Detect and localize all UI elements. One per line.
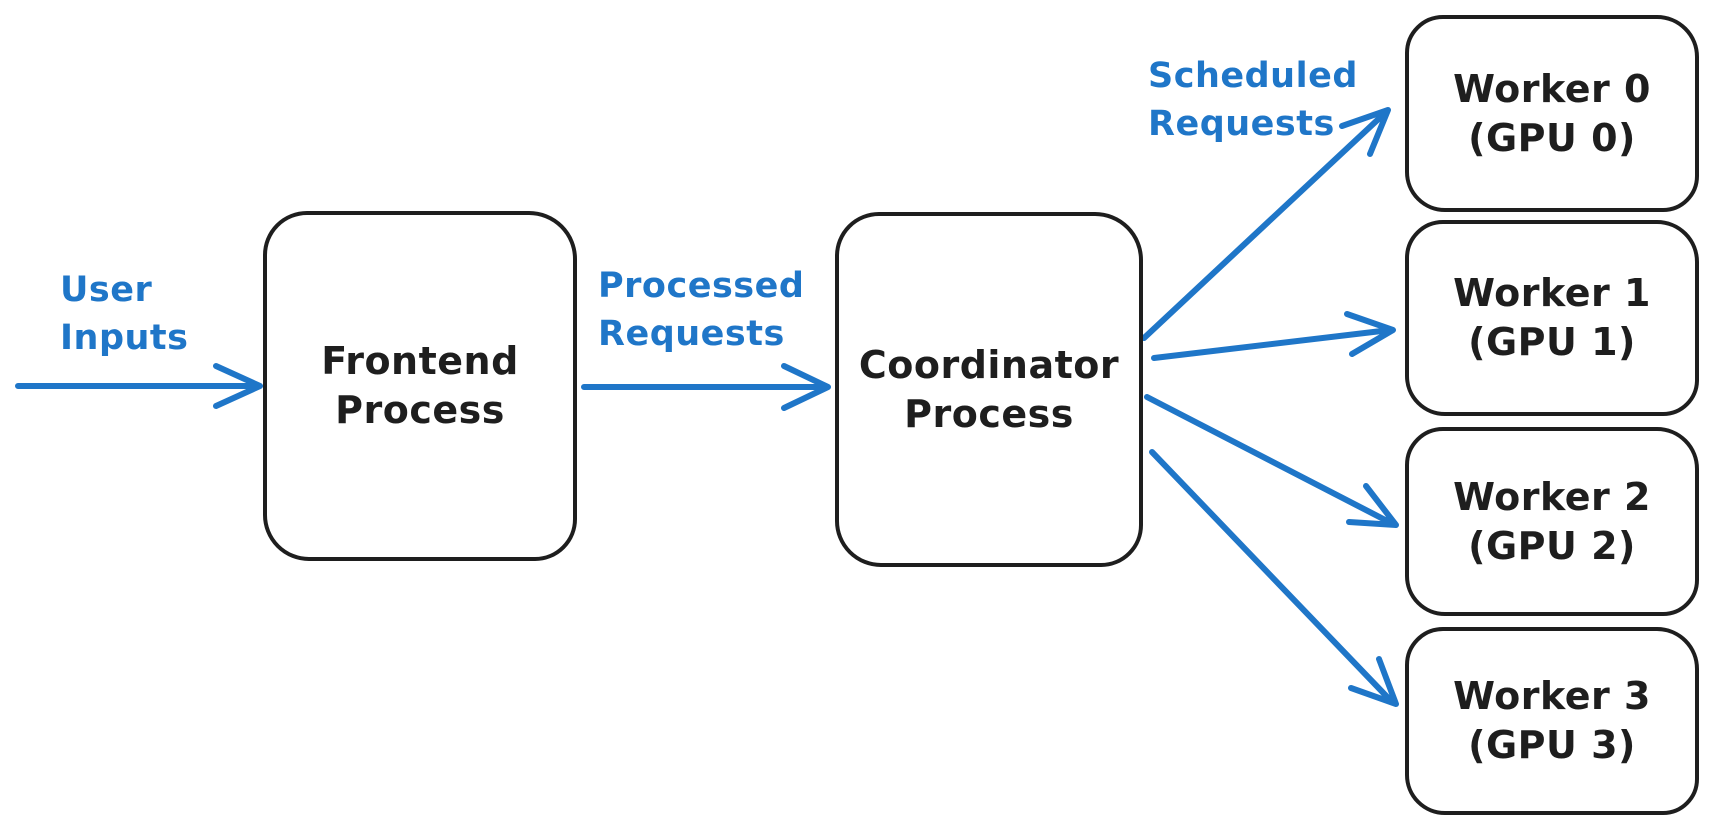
arrow-scheduled-worker-0 — [1141, 107, 1391, 341]
node-worker-0-line2: (GPU 0) — [1468, 115, 1636, 160]
node-worker-2-line2: (GPU 2) — [1468, 523, 1636, 568]
node-worker-1-line1: Worker 1 — [1453, 271, 1651, 315]
node-coordinator-process-line1: Coordinator — [858, 342, 1120, 387]
node-worker-2: Worker 2 (GPU 2) — [1405, 427, 1699, 616]
arrow-processed-requests — [581, 363, 831, 411]
node-worker-1-line2: (GPU 1) — [1468, 320, 1636, 364]
label-scheduled-requests-line2: Requests — [1148, 104, 1335, 144]
arrow-scheduled-worker-2 — [1144, 394, 1399, 528]
arrow-user-inputs — [15, 363, 263, 409]
label-user-inputs-line2: Inputs — [60, 318, 189, 358]
label-user-inputs: User Inputs — [60, 266, 188, 362]
arrow-scheduled-worker-1 — [1151, 311, 1396, 361]
node-worker-1: Worker 1 (GPU 1) — [1405, 220, 1699, 416]
node-worker-3-line2: (GPU 3) — [1468, 723, 1636, 767]
label-processed-requests: Processed Requests — [598, 262, 804, 358]
node-worker-0-line1: Worker 0 — [1453, 66, 1651, 111]
label-scheduled-requests-line1: Scheduled — [1148, 56, 1358, 96]
node-worker-0: Worker 0 (GPU 0) — [1405, 15, 1699, 212]
node-coordinator-process-line2: Process — [904, 391, 1074, 436]
node-frontend-process-line1: Frontend — [321, 339, 519, 383]
node-frontend-process-line2: Process — [335, 388, 505, 432]
label-processed-requests-line1: Processed — [598, 266, 805, 306]
label-scheduled-requests: Scheduled Requests — [1148, 52, 1358, 148]
node-frontend-process: Frontend Process — [263, 211, 577, 561]
label-user-inputs-line1: User — [60, 270, 153, 310]
node-coordinator-process: Coordinator Process — [835, 212, 1143, 567]
node-worker-2-line1: Worker 2 — [1453, 474, 1651, 519]
arrow-scheduled-worker-3 — [1149, 449, 1399, 707]
node-worker-3: Worker 3 (GPU 3) — [1405, 627, 1699, 815]
label-processed-requests-line2: Requests — [598, 314, 785, 354]
node-worker-3-line1: Worker 3 — [1453, 674, 1651, 718]
